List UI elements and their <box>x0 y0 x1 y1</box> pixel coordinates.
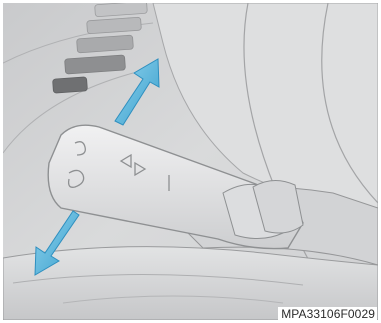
figure-code: MPA33106F0029 <box>278 307 377 321</box>
steering-switch-illustration <box>3 3 378 320</box>
